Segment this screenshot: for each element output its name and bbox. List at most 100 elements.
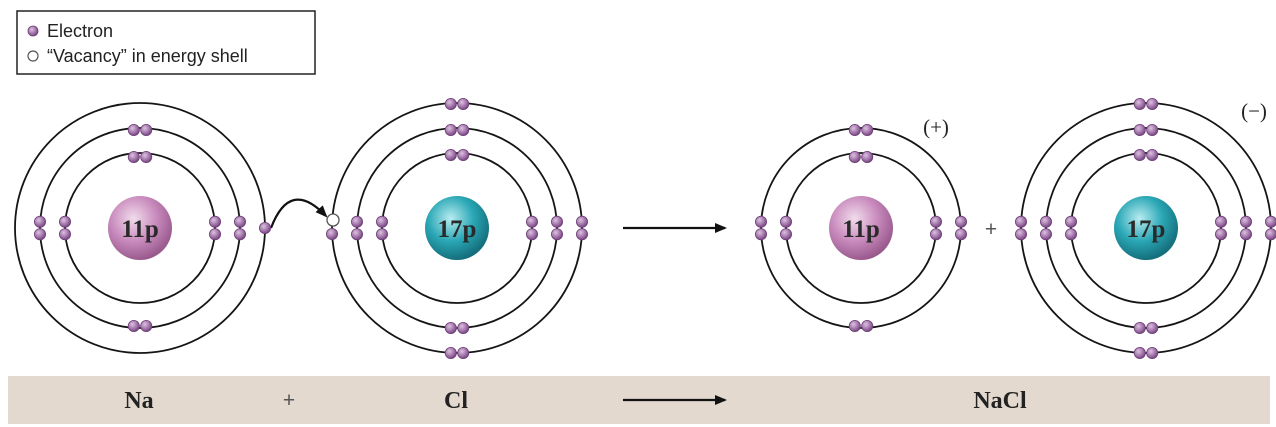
legend: Electron “Vacancy” in energy shell <box>16 10 316 75</box>
electron-dot <box>375 228 388 241</box>
electron-dot <box>930 228 943 241</box>
electron-dot <box>325 227 338 240</box>
sodium-ion-nucleus-label: 11p <box>842 216 880 243</box>
electron-dot <box>955 215 968 228</box>
electron-dot <box>1146 346 1159 359</box>
electron-dot <box>1265 228 1276 241</box>
electron-dot <box>1133 124 1146 137</box>
electron-dot <box>1065 228 1078 241</box>
electron-dot <box>848 124 861 137</box>
electron-dot <box>780 215 793 228</box>
electron-dot <box>1015 228 1028 241</box>
electron-transfer-arrow <box>269 198 328 229</box>
electron-dot <box>1133 148 1146 161</box>
electron-dot <box>1065 215 1078 228</box>
electron-dot <box>208 215 221 228</box>
electron-dot <box>861 319 874 332</box>
electron-dot <box>34 215 47 228</box>
vacancy-legend-icon <box>27 50 39 62</box>
electron-dot <box>1240 228 1253 241</box>
equation-product-nacl: NaCl <box>973 388 1027 414</box>
electron-dot <box>1040 215 1053 228</box>
electron-dot <box>551 228 564 241</box>
electron-legend-icon <box>27 25 39 37</box>
ion-plus-sign: + <box>985 218 997 241</box>
legend-vacancy-label: “Vacancy” in energy shell <box>47 46 248 66</box>
electron-dot <box>34 228 47 241</box>
shell-1 <box>381 152 533 304</box>
electron-dot <box>1146 98 1159 111</box>
electron-dot <box>1133 98 1146 111</box>
legend-electron-label: Electron <box>47 21 113 41</box>
electron-dot <box>457 321 470 334</box>
electron-dot <box>930 215 943 228</box>
electron-dot <box>1040 228 1053 241</box>
electron-dot <box>444 321 457 334</box>
sodium-nucleus-label: 11p <box>121 216 159 243</box>
shell-2 <box>356 127 558 329</box>
electron-dot <box>457 148 470 161</box>
equation-bar: Na + Cl NaCl <box>8 376 1270 424</box>
electron-dot <box>848 150 861 163</box>
electron-dot <box>848 319 861 332</box>
electron-dot <box>1240 215 1253 228</box>
electron-dot <box>127 150 140 163</box>
electron-dot <box>1146 124 1159 137</box>
electron-dot <box>350 228 363 241</box>
electron-dot <box>755 215 768 228</box>
electron-dot <box>861 124 874 137</box>
electron-dot <box>140 150 153 163</box>
electron-dot <box>1265 215 1276 228</box>
electron-dot <box>955 228 968 241</box>
electron-dot <box>576 228 589 241</box>
electron-dot <box>140 319 153 332</box>
electron-dot <box>1133 346 1146 359</box>
electrons <box>34 98 1276 359</box>
electron-dot <box>526 215 539 228</box>
electron-dot <box>258 221 271 234</box>
shell-3 <box>331 102 583 354</box>
shell-1 <box>785 152 937 304</box>
electron-dot <box>1146 148 1159 161</box>
electron-dot <box>127 319 140 332</box>
equation-plus: + <box>283 389 295 412</box>
electron-dot <box>780 228 793 241</box>
sodium-ion: 11p (+) <box>760 115 962 329</box>
electron-dot <box>444 346 457 359</box>
electron-dot <box>861 150 874 163</box>
electron-dot <box>444 148 457 161</box>
electron-dot <box>551 215 564 228</box>
electron-dot <box>457 124 470 137</box>
electron-dot <box>350 215 363 228</box>
electron-dot <box>526 228 539 241</box>
negative-charge-label: (−) <box>1241 99 1267 123</box>
shell-3 <box>1020 102 1272 354</box>
shell-2 <box>1045 127 1247 329</box>
electron-dot <box>444 98 457 111</box>
electron-dot <box>140 124 153 137</box>
chloride-ion-nucleus <box>1114 196 1178 260</box>
shell-2 <box>760 127 962 329</box>
electron-dot <box>755 228 768 241</box>
electron-dot <box>1015 215 1028 228</box>
shell-2 <box>39 127 241 329</box>
chloride-ion: 17p (−) <box>1020 99 1272 354</box>
vacancy-marker <box>326 213 340 227</box>
equation-reactant-cl: Cl <box>444 388 468 414</box>
positive-charge-label: (+) <box>923 115 949 139</box>
shell-1 <box>64 152 216 304</box>
equation-reactant-na: Na <box>124 388 153 414</box>
electron-dot <box>233 228 246 241</box>
electron-dot <box>1215 215 1228 228</box>
electron-dot <box>1215 228 1228 241</box>
electron-dot <box>576 215 589 228</box>
electron-dot <box>444 124 457 137</box>
chloride-ion-nucleus-label: 17p <box>1127 216 1166 243</box>
electron-dot <box>1146 321 1159 334</box>
sodium-atom: 11p <box>14 102 266 354</box>
electron-dot <box>457 98 470 111</box>
electron-dot <box>59 228 72 241</box>
legend-box <box>16 10 316 75</box>
electron-dot <box>208 228 221 241</box>
